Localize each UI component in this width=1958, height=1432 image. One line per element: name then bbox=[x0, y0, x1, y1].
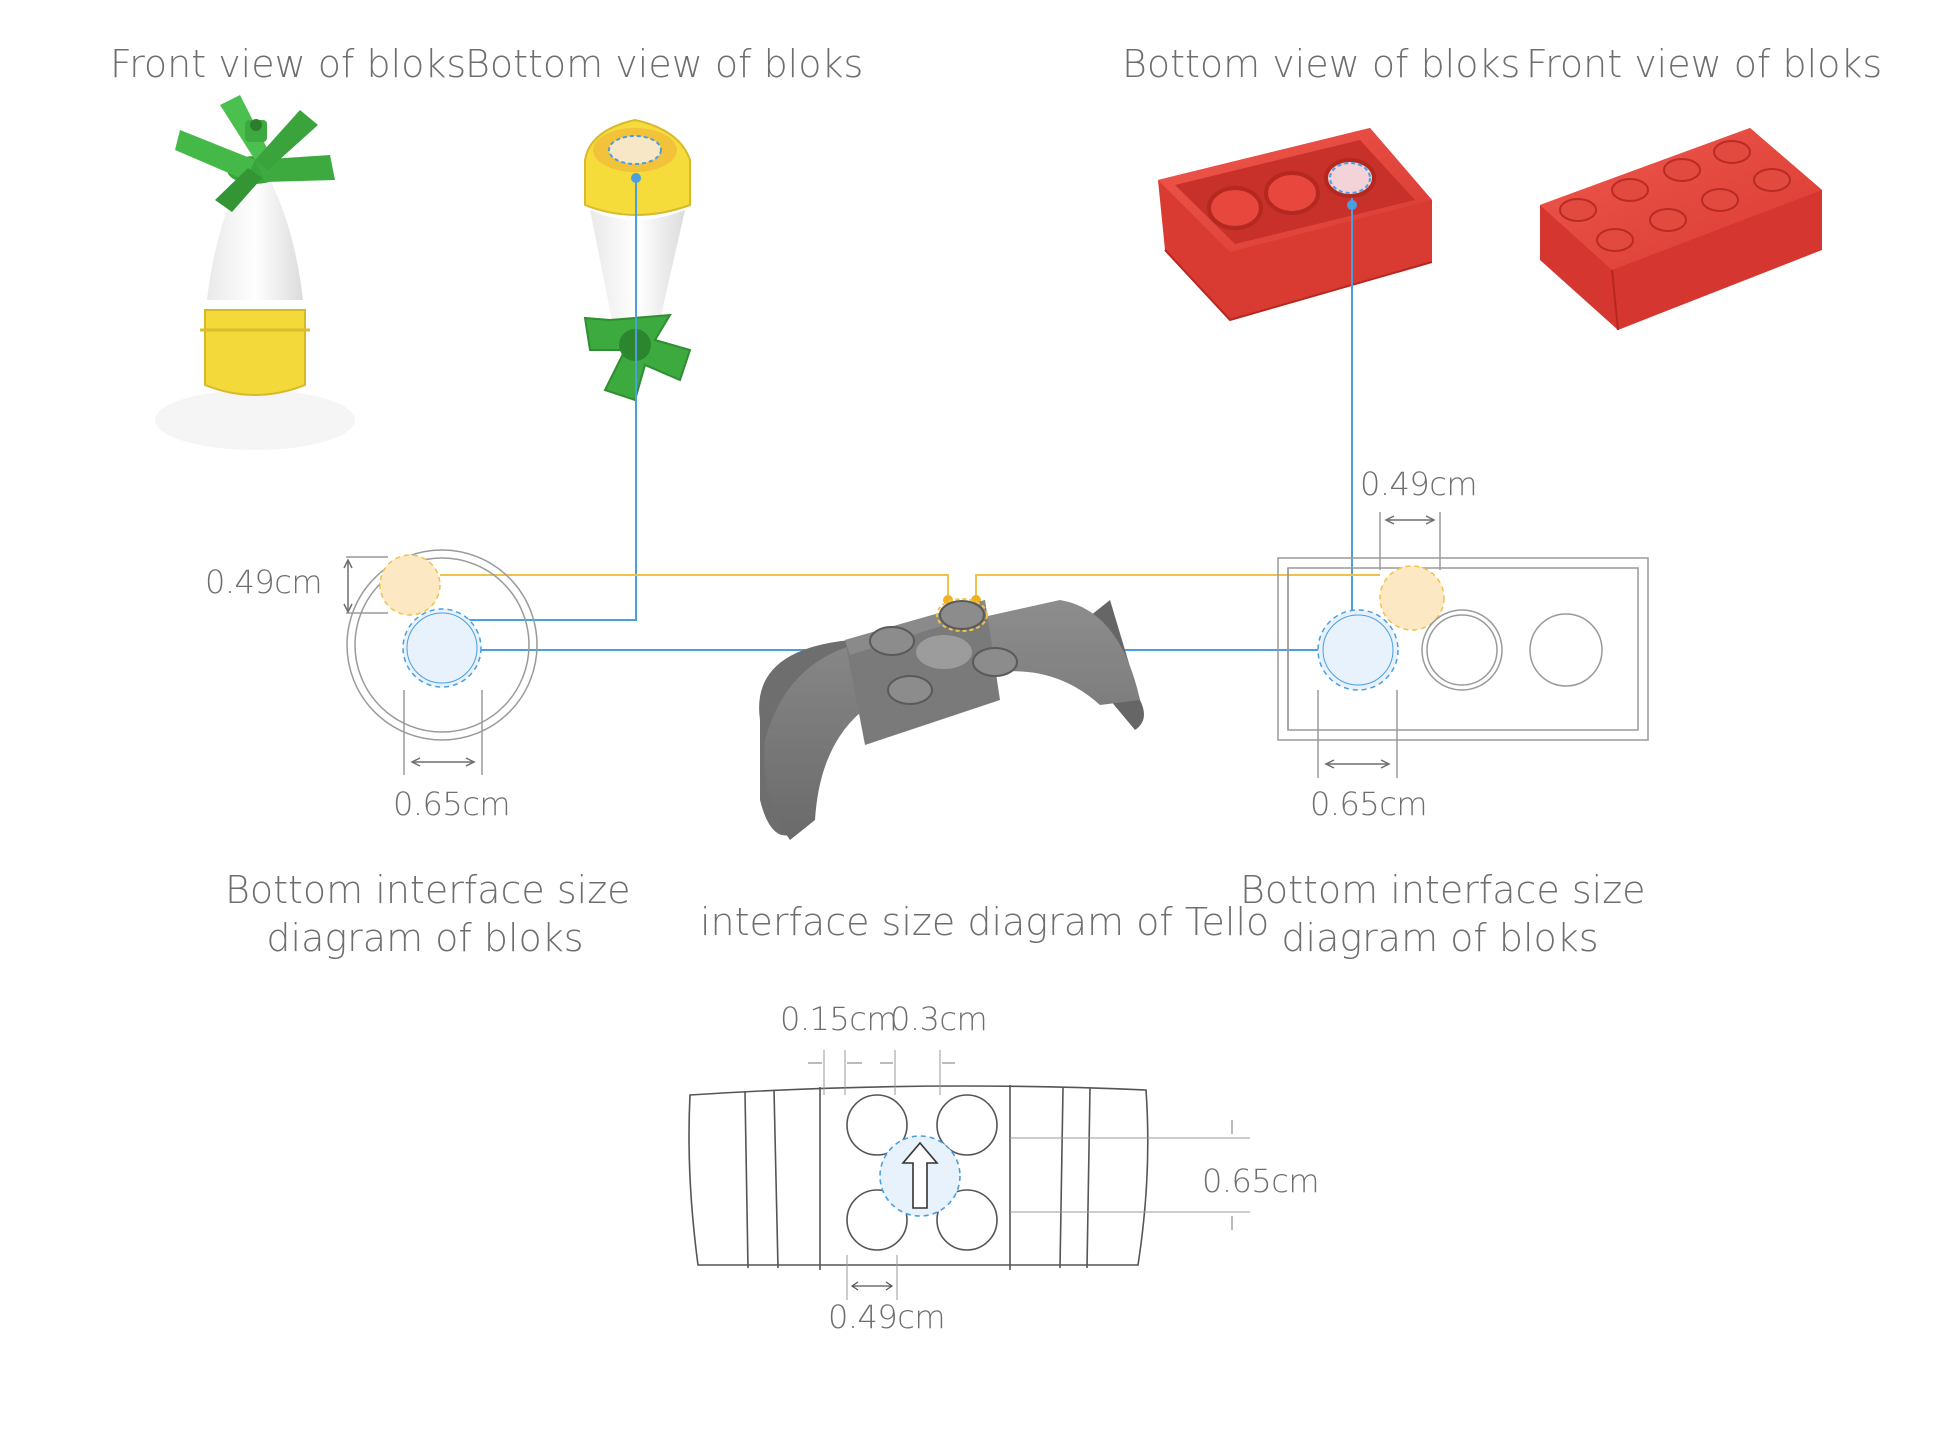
yellow-line-right bbox=[975, 574, 1380, 600]
dimension-bottom-side: 0.65cm bbox=[1202, 1162, 1320, 1200]
dimension-right-top: 0.49cm bbox=[1360, 465, 1478, 503]
dimension-bottom-a: 0.15cm bbox=[780, 1000, 898, 1038]
caption-right-line2: diagram of bloks bbox=[1281, 916, 1599, 960]
dimension-bottom-under: 0.49cm bbox=[828, 1298, 946, 1336]
caption-center: interface size diagram of Tello bbox=[700, 900, 1270, 944]
dimension-right-width: 0.65cm bbox=[1310, 785, 1428, 823]
label-bottom-view-right: Bottom view of bloks bbox=[1122, 42, 1521, 86]
caption-right: Bottom interface size diagram of bloks bbox=[1240, 866, 1646, 962]
label-front-view-right: Front view of bloks bbox=[1526, 42, 1883, 86]
red-brick-bottom-view-image bbox=[1158, 128, 1433, 322]
caption-left-line1: Bottom interface size bbox=[225, 868, 631, 912]
bottom-technical-drawing bbox=[688, 1050, 1250, 1300]
flower-bottom-view-image bbox=[583, 118, 692, 402]
left-interface-drawing bbox=[343, 549, 538, 775]
right-interface-drawing bbox=[1277, 512, 1649, 778]
red-brick-front-view-image bbox=[1540, 128, 1822, 331]
dimension-left-height: 0.49cm bbox=[205, 563, 323, 601]
caption-left-line2: diagram of bloks bbox=[266, 916, 584, 960]
dimension-left-width: 0.65cm bbox=[393, 785, 511, 823]
label-front-view-left: Front view of bloks bbox=[110, 42, 467, 86]
caption-left: Bottom interface size diagram of bloks bbox=[225, 866, 631, 962]
caption-right-line1: Bottom interface size bbox=[1240, 868, 1646, 912]
blue-line-flower bbox=[445, 178, 637, 621]
tello-adapter-image bbox=[759, 598, 1144, 840]
dimension-bottom-b: 0.3cm bbox=[890, 1000, 988, 1038]
yellow-line-left bbox=[440, 574, 949, 600]
label-bottom-view-left: Bottom view of bloks bbox=[465, 42, 864, 86]
flower-front-view-image bbox=[155, 95, 355, 450]
